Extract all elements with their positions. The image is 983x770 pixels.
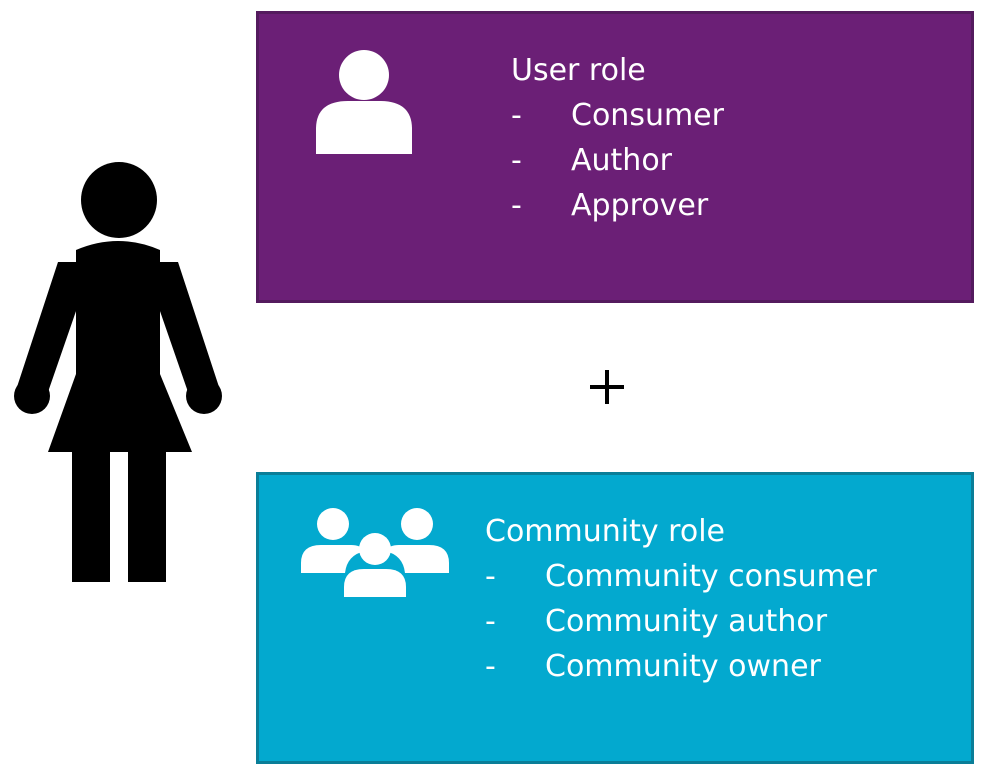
list-marker: - bbox=[511, 143, 522, 178]
community-role-text: Community role - Community consumer - Co… bbox=[485, 509, 877, 689]
list-marker: - bbox=[485, 649, 496, 684]
user-role-box: User role - Consumer - Author - Approver bbox=[256, 11, 974, 303]
list-marker: - bbox=[485, 559, 496, 594]
list-marker: - bbox=[511, 188, 522, 223]
community-role-author: Community author bbox=[545, 604, 828, 639]
user-role-author: Author bbox=[571, 143, 673, 178]
user-role-item: - Approver bbox=[511, 183, 724, 228]
user-role-approver: Approver bbox=[571, 188, 709, 223]
user-role-consumer: Consumer bbox=[571, 98, 724, 133]
woman-figure-icon bbox=[14, 162, 222, 582]
plus-icon bbox=[590, 370, 624, 404]
user-role-list: - Consumer - Author - Approver bbox=[511, 93, 724, 228]
community-role-item: - Community consumer bbox=[485, 554, 877, 599]
user-role-text: User role - Consumer - Author - Approver bbox=[511, 48, 724, 228]
user-role-title: User role bbox=[511, 53, 646, 88]
user-icon bbox=[316, 50, 412, 154]
list-marker: - bbox=[511, 98, 522, 133]
user-role-item: - Consumer bbox=[511, 93, 724, 138]
community-role-owner: Community owner bbox=[545, 649, 821, 684]
community-role-consumer: Community consumer bbox=[545, 559, 877, 594]
group-icon bbox=[301, 508, 449, 597]
community-role-item: - Community owner bbox=[485, 644, 877, 689]
list-marker: - bbox=[485, 604, 496, 639]
community-role-box: Community role - Community consumer - Co… bbox=[256, 472, 974, 764]
community-role-list: - Community consumer - Community author … bbox=[485, 554, 877, 689]
community-role-item: - Community author bbox=[485, 599, 877, 644]
user-role-item: - Author bbox=[511, 138, 724, 183]
community-role-title: Community role bbox=[485, 514, 725, 549]
